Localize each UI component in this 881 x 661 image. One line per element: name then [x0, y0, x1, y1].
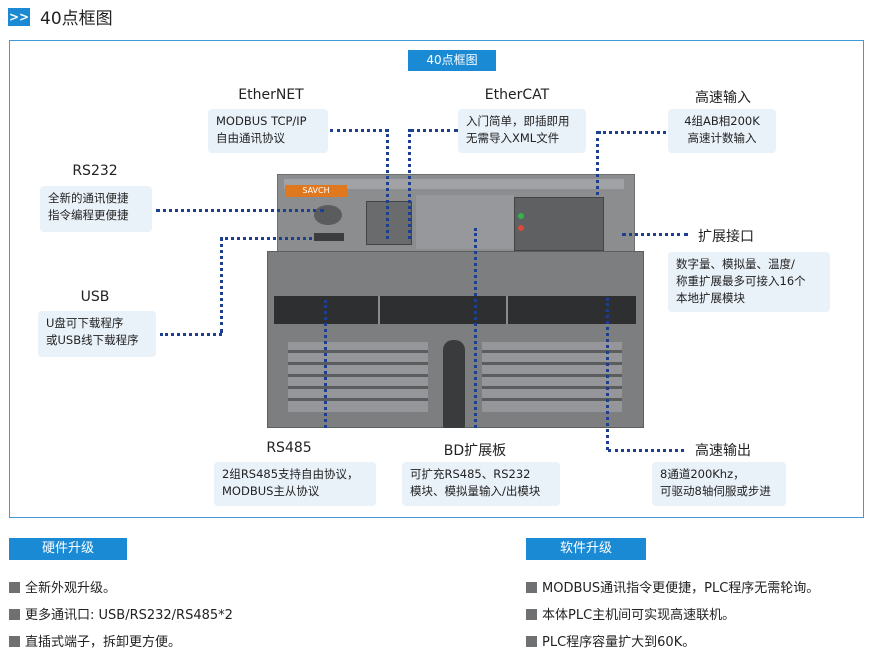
square-bullet-icon: [9, 582, 20, 593]
square-bullet-icon: [9, 636, 20, 647]
highspeed-in-text-2: 高速计数输入: [687, 131, 757, 145]
rs485-label: RS485: [266, 440, 312, 456]
software-item: MODBUS通讯指令更便捷，PLC程序无需轮询。: [526, 577, 819, 596]
usb-line: [160, 333, 222, 336]
square-bullet-icon: [526, 582, 537, 593]
ethercat-callout: 入门简单，即插即用 无需导入XML文件: [458, 109, 586, 153]
expansion-line: [622, 233, 688, 236]
square-bullet-icon: [526, 636, 537, 647]
double-chevron-icon: >>: [8, 8, 30, 26]
software-title-badge: 软件升级: [526, 538, 646, 560]
rs232-label: RS232: [72, 163, 118, 179]
usb-line-top: [220, 237, 312, 240]
bd-callout: 可扩充RS485、RS232 模块、模拟量输入/出模块: [402, 462, 560, 506]
ethercat-line-v: [408, 129, 411, 239]
highspeed-out-label: 高速输出: [695, 443, 751, 459]
software-item: PLC程序容量扩大到60K。: [526, 631, 695, 650]
highspeed-out-callout: 8通道200Khz， 可驱动8轴伺服或步进: [652, 462, 786, 506]
highspeed-out-line-v: [606, 298, 609, 450]
ethernet-text-2: 自由通讯协议: [216, 131, 285, 145]
software-item: 本体PLC主机间可实现高速联机。: [526, 604, 735, 623]
bd-label: BD扩展板: [443, 443, 507, 459]
diagram-frame: [9, 40, 864, 518]
usb-label: USB: [80, 289, 110, 305]
ethernet-callout: MODBUS TCP/IP 自由通讯协议: [208, 109, 328, 153]
ethernet-line-v: [386, 129, 389, 239]
hardware-item: 全新外观升级。: [9, 577, 116, 596]
square-bullet-icon: [526, 609, 537, 620]
square-bullet-icon: [9, 609, 20, 620]
usb-line-v: [220, 237, 223, 333]
highspeed-in-label: 高速输入: [695, 90, 751, 106]
rs485-text-2: MODBUS主从协议: [222, 484, 320, 498]
highspeed-in-line-v: [596, 131, 599, 195]
frame-title-badge: 40点框图: [408, 50, 496, 71]
bd-board-antenna: [443, 340, 465, 428]
bd-text-2: 模块、模拟量输入/出模块: [410, 484, 541, 498]
ethercat-line: [410, 129, 458, 132]
usb-text-1: U盘可下载程序: [46, 316, 124, 330]
rs232-callout: 全新的通讯便捷 指令编程更便捷: [40, 186, 152, 232]
highspeed-out-line: [608, 449, 684, 452]
rs232-text-2: 指令编程更便捷: [48, 208, 129, 222]
rs485-text-1: 2组RS485支持自由协议，: [222, 467, 359, 481]
highspeed-out-text-1: 8通道200Khz，: [660, 467, 745, 481]
page-title: 40点框图: [40, 9, 113, 29]
expansion-label: 扩展接口: [698, 229, 754, 245]
usb-callout: U盘可下载程序 或USB线下载程序: [38, 311, 156, 357]
ethernet-text-1: MODBUS TCP/IP: [216, 114, 307, 128]
rs485-callout: 2组RS485支持自由协议， MODBUS主从协议: [214, 462, 376, 506]
rs232-line: [156, 209, 324, 212]
hardware-item: 直插式端子，拆卸更方便。: [9, 631, 181, 650]
ethercat-label: EtherCAT: [484, 87, 550, 103]
highspeed-in-callout: 4组AB相200K 高速计数输入: [668, 109, 776, 153]
ethercat-text-2: 无需导入XML文件: [466, 131, 560, 145]
usb-text-2: 或USB线下载程序: [46, 333, 139, 347]
ethercat-text-1: 入门简单，即插即用: [466, 114, 570, 128]
highspeed-out-text-2: 可驱动8轴伺服或步进: [660, 484, 771, 498]
expansion-text-1: 数字量、模拟量、温度/: [676, 257, 795, 271]
expansion-text-3: 本地扩展模块: [676, 291, 745, 305]
expansion-callout: 数字量、模拟量、温度/ 称重扩展最多可接入16个 本地扩展模块: [668, 252, 830, 312]
rs485-line: [324, 300, 327, 428]
hardware-item: 更多通讯口: USB/RS232/RS485*2: [9, 604, 233, 623]
brand-logo: SAVCH: [285, 185, 347, 197]
highspeed-in-line: [598, 131, 666, 134]
terminal-strip: [274, 296, 636, 324]
highspeed-in-text-1: 4组AB相200K: [684, 114, 760, 128]
bd-text-1: 可扩充RS485、RS232: [410, 467, 531, 481]
ethernet-label: EtherNET: [238, 87, 304, 103]
ethernet-line: [330, 129, 388, 132]
expansion-text-2: 称重扩展最多可接入16个: [676, 274, 806, 288]
hardware-title-badge: 硬件升级: [9, 538, 127, 560]
rs232-text-1: 全新的通讯便捷: [48, 191, 129, 205]
bd-line: [474, 228, 477, 428]
